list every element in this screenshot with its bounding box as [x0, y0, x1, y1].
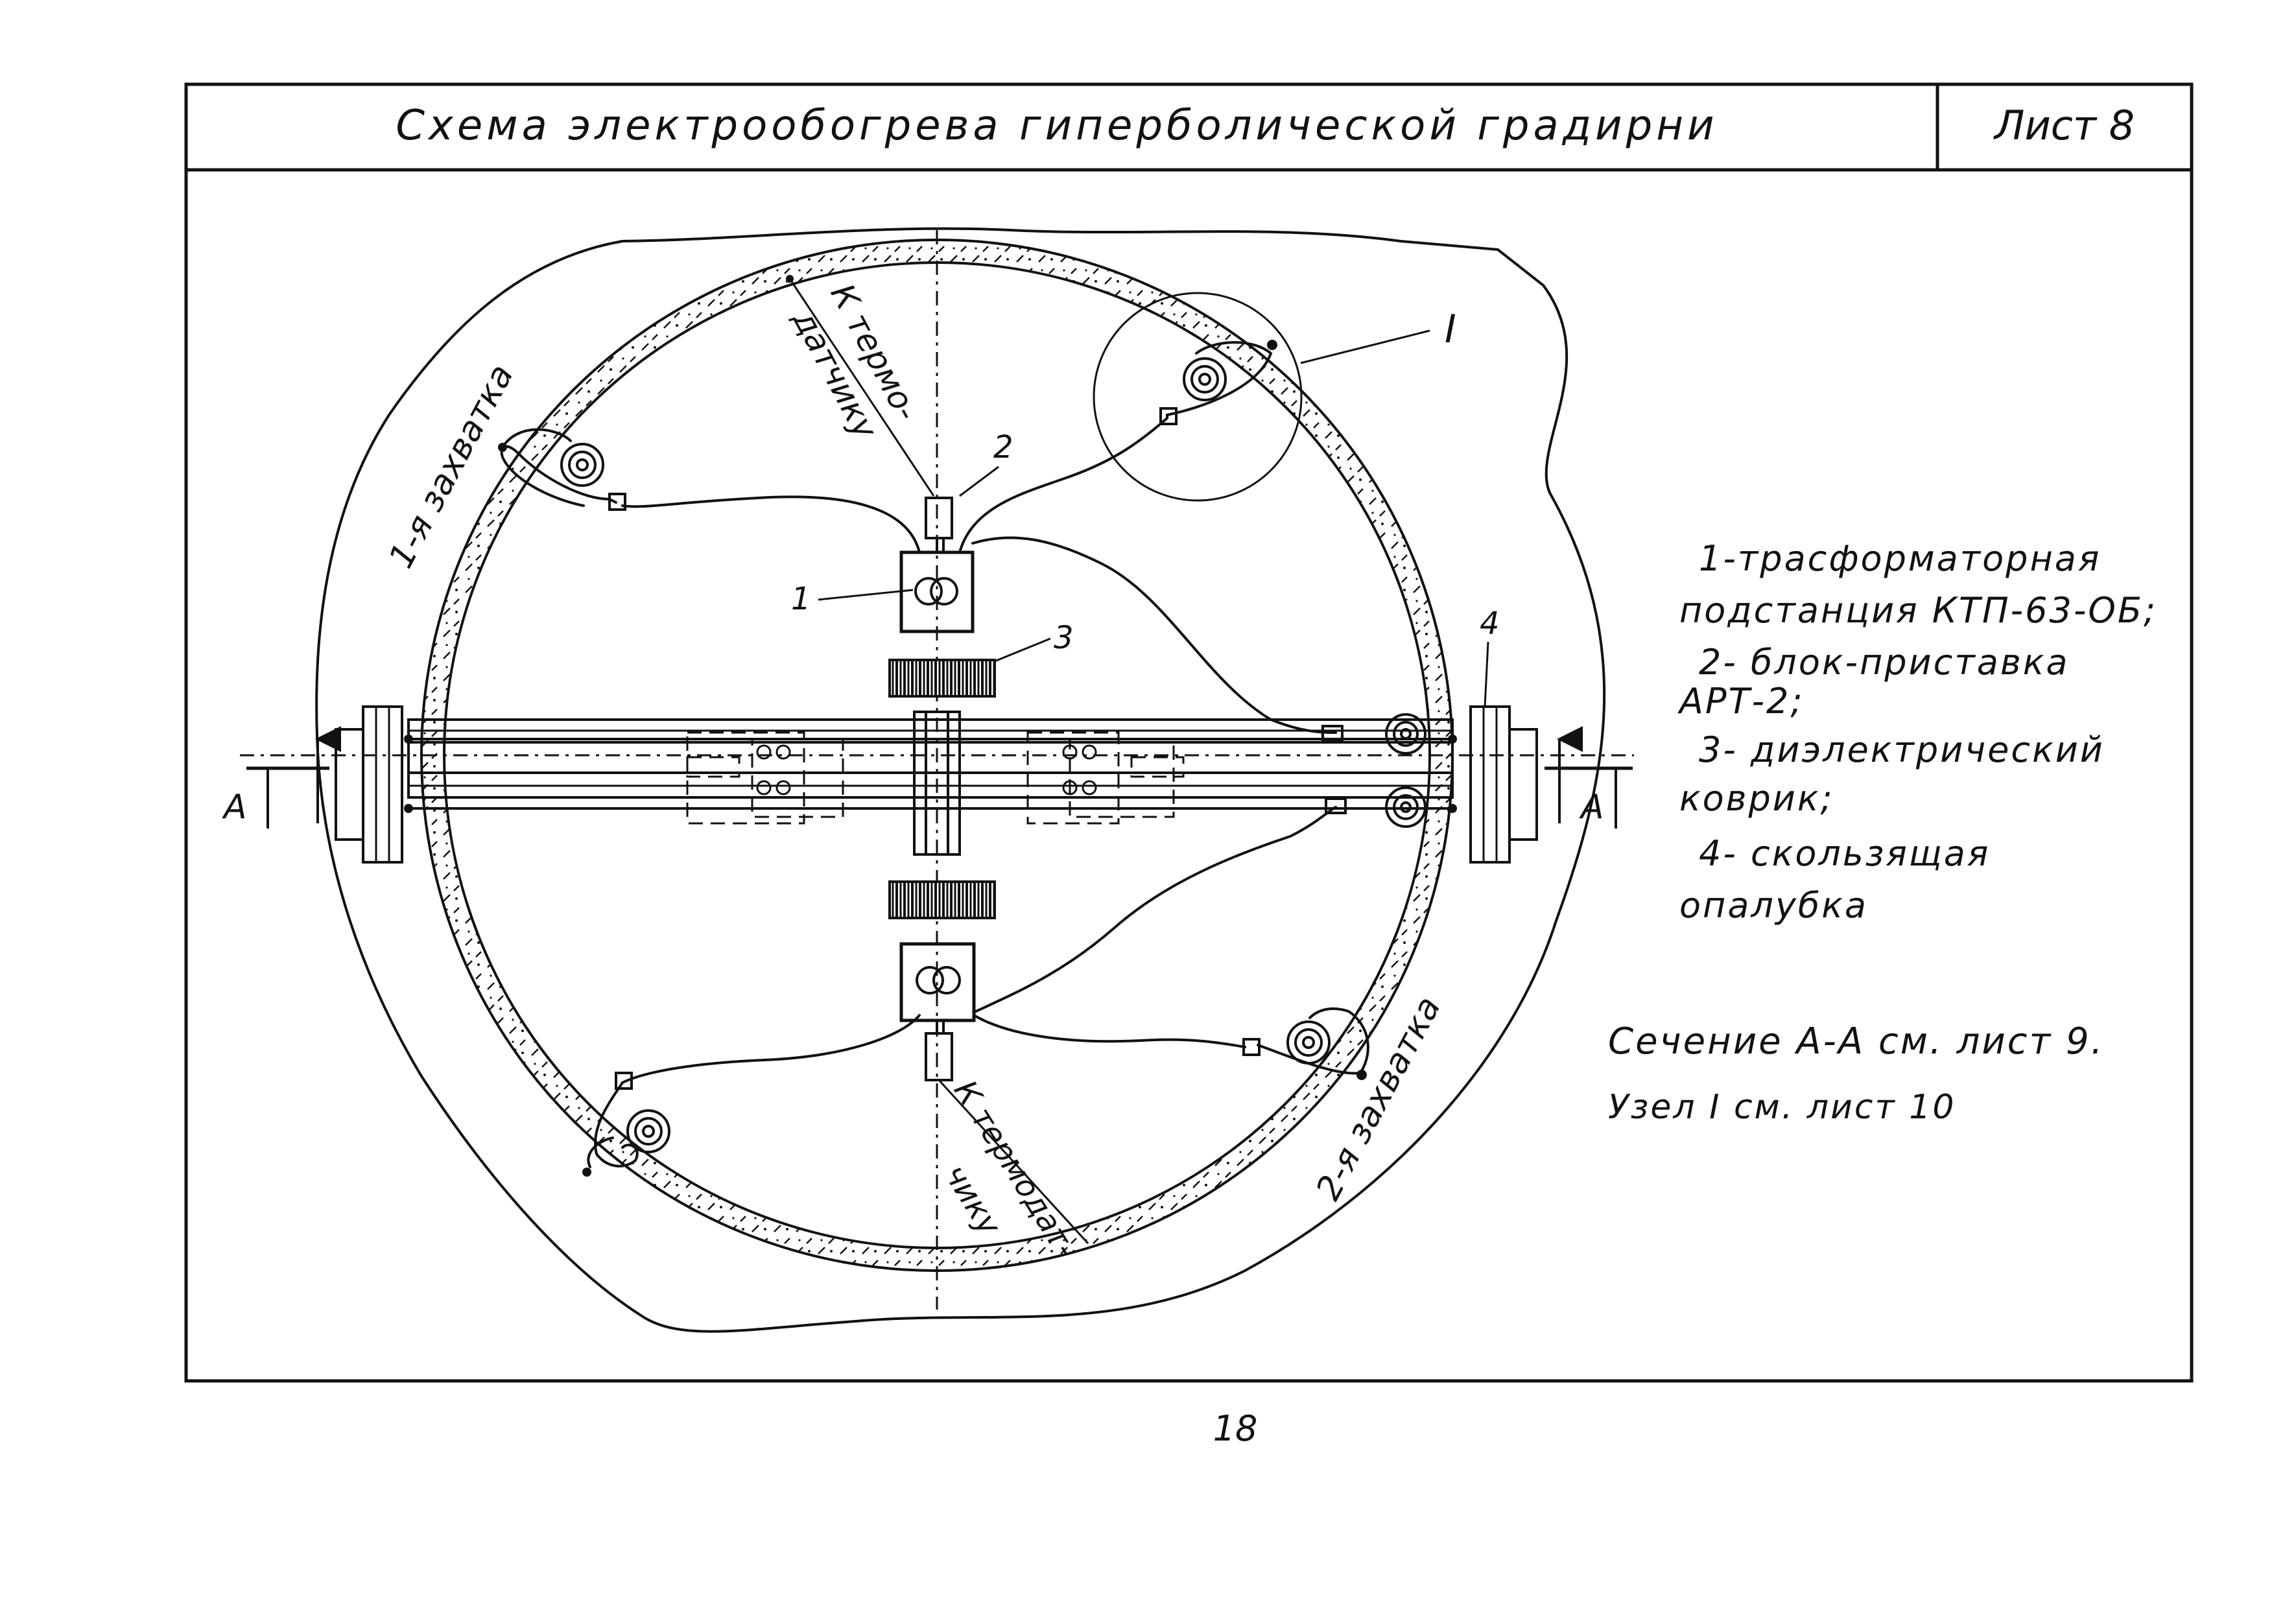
- callout-1: 1: [791, 581, 811, 617]
- callout-3: 3: [1054, 620, 1074, 656]
- heating-loop-lower-left-return: [587, 1136, 614, 1168]
- callout-4: 4: [1480, 606, 1500, 642]
- dielectric-mat-bottom: [888, 880, 996, 919]
- cross-beam: [407, 718, 1454, 799]
- connector-upper-right: [1159, 407, 1178, 425]
- legend: 1-трасформаторная подстанция КТП-63-ОБ; …: [1677, 538, 2157, 926]
- heating-loop-lower-right: [1257, 1007, 1369, 1075]
- node-i-leader: [1300, 329, 1430, 364]
- node-i-label: I: [1445, 307, 1456, 352]
- sensor-lead-top: [788, 278, 935, 497]
- heating-loop-lower-left: [594, 1081, 639, 1168]
- callout-2: 2: [993, 429, 1013, 465]
- callout-4-leader: [1484, 641, 1489, 707]
- wire-hub-to-beam-bottom: [975, 806, 1337, 1013]
- legend-line: опалубка: [1679, 885, 1868, 926]
- heating-loop-upper-right: [1166, 341, 1273, 419]
- callout-2-leader: [959, 465, 999, 497]
- control-block-top: [925, 497, 953, 552]
- wire-hub-to-beam-top: [971, 536, 1337, 734]
- callout-3-leader: [994, 637, 1051, 663]
- connector-lower-left: [615, 1072, 633, 1090]
- page-title: Схема электрообогрева гиперболической гр…: [396, 102, 1718, 150]
- heating-loop-upper-left-outer: [501, 428, 572, 449]
- wire-top-right: [958, 417, 1168, 554]
- connector-upper-left: [608, 493, 626, 511]
- legend-line: подстанция КТП-63-ОБ;: [1679, 590, 2157, 631]
- legend-line: коврик;: [1679, 778, 1834, 819]
- wire-top-left: [621, 495, 921, 554]
- sliding-formwork-right: [1469, 705, 1538, 864]
- cable-drum-upper-left: [560, 443, 604, 487]
- wire-bottom-left: [621, 1014, 921, 1084]
- wire-bottom-right: [973, 1014, 1246, 1048]
- drawing-frame: [184, 82, 2194, 1383]
- legend-line: АРТ-2;: [1677, 681, 1805, 722]
- legend-line: 2- блок-приставка: [1699, 642, 2069, 683]
- legend-line: 1-трасформаторная: [1699, 538, 2101, 579]
- note-node: Узел I см. лист 10: [1608, 1088, 1956, 1127]
- legend-line: 4- скользящая: [1699, 833, 1990, 874]
- callout-1-leader: [818, 589, 914, 601]
- central-hub: [913, 711, 961, 856]
- cable-drum-lower-left: [626, 1109, 670, 1153]
- sliding-formwork-left: [335, 705, 403, 864]
- sensor-lead-bottom: [938, 1079, 1089, 1245]
- section-mark-left: А: [222, 788, 247, 827]
- dielectric-mat-top: [888, 659, 996, 698]
- cable-drum-upper-right: [1183, 357, 1227, 401]
- connector-lower-right: [1242, 1038, 1261, 1056]
- connector-beam-bottom: [1325, 797, 1347, 814]
- page-number: 18: [1213, 1408, 1258, 1449]
- section-mark-right: А: [1579, 788, 1604, 827]
- legend-line: 3- диэлектрический: [1699, 729, 2105, 770]
- section-line-a-a: [246, 726, 1633, 829]
- sheet-number: Лист 8: [1993, 102, 2135, 149]
- node-i-detail-circle: [1093, 292, 1303, 502]
- note-section: Сечение А-А см. лист 9.: [1608, 1020, 2104, 1063]
